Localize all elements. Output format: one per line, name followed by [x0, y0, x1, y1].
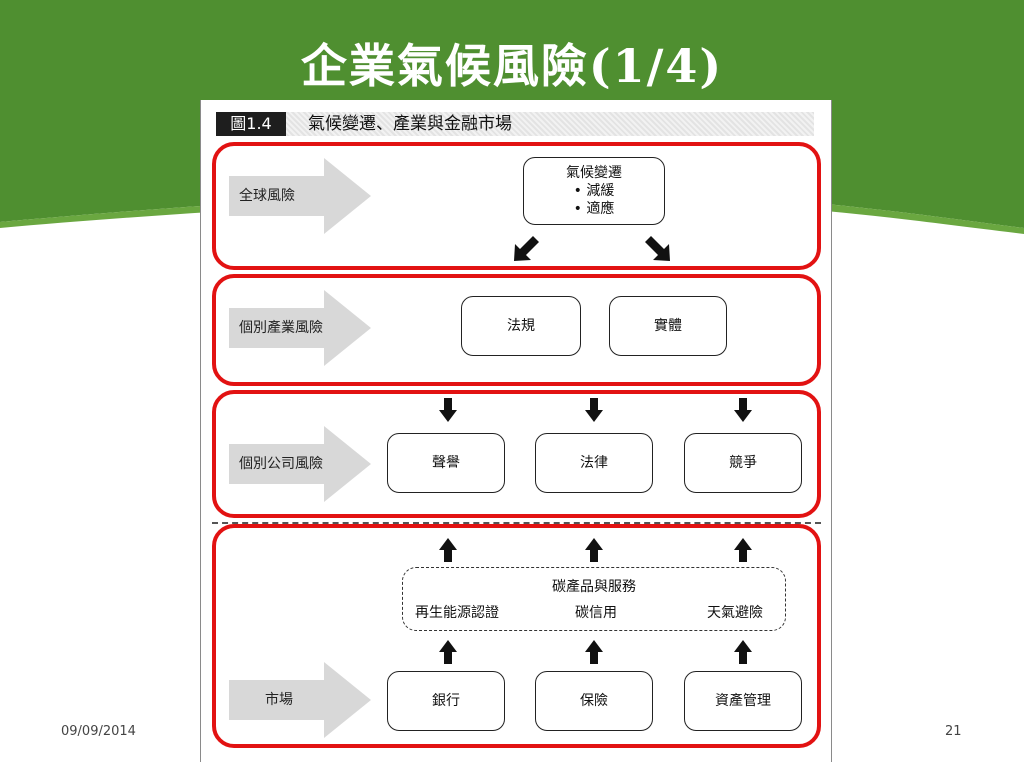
- slide-date: 09/09/2014: [61, 724, 136, 739]
- regulation-label: 法規: [507, 318, 535, 334]
- asset-management-label: 資產管理: [715, 693, 771, 709]
- climate-change-title: 氣候變遷: [566, 165, 622, 181]
- market-row: [212, 524, 821, 748]
- down-arrow-icon: [439, 398, 457, 422]
- weather-hedge-label: 天氣避險: [707, 605, 763, 621]
- company-risk-arrow: 個別公司風險: [229, 426, 371, 502]
- reputation-box: 聲譽: [387, 433, 505, 493]
- up-arrow-icon: [734, 640, 752, 664]
- mitigation-item: • 減緩: [573, 183, 615, 199]
- global-risk-arrow: 全球風險: [229, 158, 371, 234]
- market-arrow: 市場: [229, 662, 371, 738]
- physical-box: 實體: [609, 296, 727, 356]
- climate-change-box: 氣候變遷 • 減緩 • 適應: [523, 157, 665, 225]
- global-risk-row: [212, 142, 821, 270]
- down-right-arrow-icon: [645, 236, 670, 261]
- global-risk-label: 全球風險: [239, 188, 295, 204]
- asset-management-box: 資產管理: [684, 671, 802, 731]
- renewable-certificates-label: 再生能源認證: [415, 605, 499, 621]
- insurance-box: 保險: [535, 671, 653, 731]
- reputation-label: 聲譽: [432, 455, 460, 471]
- up-arrow-icon: [585, 640, 603, 664]
- market-label: 市場: [265, 692, 293, 708]
- industry-risk-label: 個別產業風險: [239, 320, 323, 336]
- climate-risk-figure: 圖1.4 氣候變遷、產業與金融市場 全球風險 氣候變遷 • 減緩 • 適應 個別…: [200, 100, 832, 762]
- adaptation-item: • 適應: [573, 201, 615, 217]
- down-left-arrow-icon: [514, 236, 539, 261]
- insurance-label: 保險: [580, 693, 608, 709]
- legal-label: 法律: [580, 455, 608, 471]
- company-risk-row: [212, 390, 821, 518]
- competition-box: 競爭: [684, 433, 802, 493]
- industry-risk-arrow: 個別產業風險: [229, 290, 371, 366]
- row-divider: [212, 522, 821, 524]
- figure-header: 圖1.4 氣候變遷、產業與金融市場: [216, 112, 814, 136]
- slide-title: 企業氣候風險(1/4): [300, 39, 724, 93]
- figure-number: 圖1.4: [216, 112, 286, 136]
- up-arrow-icon: [585, 538, 603, 562]
- industry-risk-row: [212, 274, 821, 386]
- up-arrow-icon: [439, 538, 457, 562]
- carbon-credits-label: 碳信用: [575, 605, 617, 621]
- legal-box: 法律: [535, 433, 653, 493]
- down-arrow-icon: [585, 398, 603, 422]
- bank-label: 銀行: [432, 693, 460, 709]
- up-arrow-icon: [734, 538, 752, 562]
- down-arrow-icon: [734, 398, 752, 422]
- physical-label: 實體: [654, 318, 682, 334]
- regulation-box: 法規: [461, 296, 581, 356]
- competition-label: 競爭: [729, 455, 757, 471]
- bank-box: 銀行: [387, 671, 505, 731]
- figure-title: 氣候變遷、產業與金融市場: [308, 114, 512, 134]
- carbon-products-title: 碳產品與服務: [552, 579, 636, 595]
- up-arrow-icon: [439, 640, 457, 664]
- company-risk-label: 個別公司風險: [239, 456, 323, 472]
- slide-page-number: 21: [945, 724, 962, 739]
- carbon-products-box: 碳產品與服務 再生能源認證 碳信用 天氣避險: [402, 567, 786, 631]
